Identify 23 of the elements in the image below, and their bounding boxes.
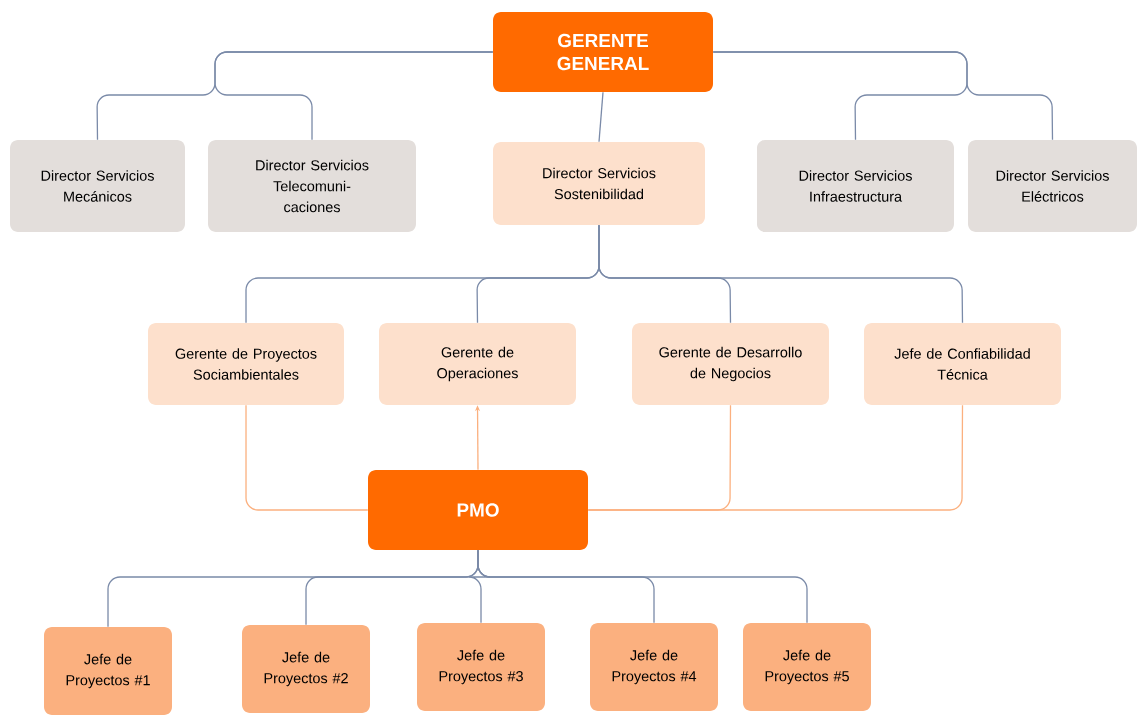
connector — [587, 404, 964, 511]
project-lead-box: Jefe de Proyectos #1 — [44, 627, 172, 715]
director-box: Director Servicios Mecánicos — [10, 140, 185, 232]
project-lead-box: Jefe de Proyectos #5 — [743, 623, 871, 711]
title-box: PMO — [368, 470, 588, 550]
connector — [245, 404, 369, 511]
manager-box: Gerente de Desarrollo de Negocios — [632, 323, 829, 405]
director-box: Director Servicios Telecomuni-caciones — [208, 140, 416, 232]
title-box: GERENTE GENERAL — [493, 12, 713, 92]
connector — [214, 51, 494, 141]
director-box: Director Servicios Infraestructura — [757, 140, 954, 232]
connector — [598, 91, 604, 143]
connector — [712, 51, 1054, 141]
director-box: Director Servicios Eléctricos — [968, 140, 1137, 232]
project-lead-box: Jefe de Proyectos #4 — [590, 623, 718, 711]
manager-box: Gerente de Proyectos Sociambientales — [148, 323, 344, 405]
manager-box: Director Servicios Sostenibilidad — [493, 142, 705, 225]
connector — [477, 549, 808, 624]
project-lead-box: Jefe de Proyectos #2 — [242, 625, 370, 713]
project-lead-box: Jefe de Proyectos #3 — [417, 623, 545, 711]
connector — [598, 224, 964, 324]
manager-box: Gerente de Operaciones — [379, 323, 576, 405]
manager-box: Jefe de Confiabilidad Técnica — [864, 323, 1061, 405]
